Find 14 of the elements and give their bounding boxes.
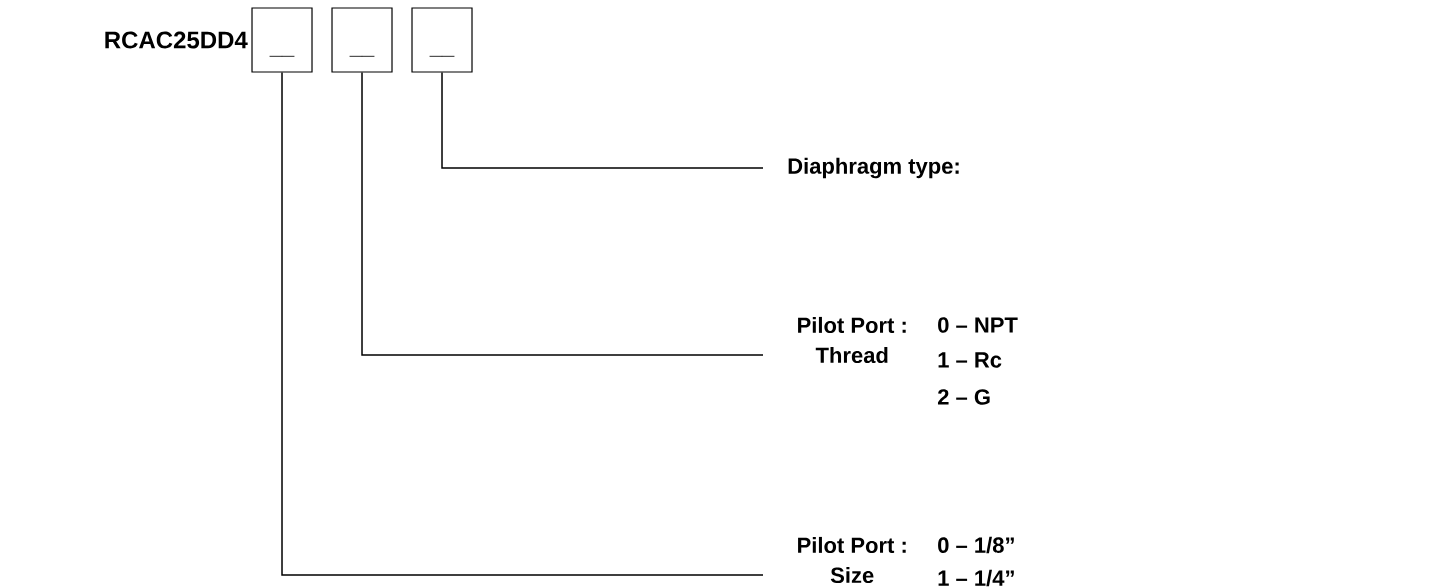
code-box: __ [411, 7, 473, 73]
field-label: Pilot Port : Size [798, 536, 906, 584]
option-text: 0 – 1/8” [938, 536, 1014, 554]
leader-line [441, 71, 764, 169]
leader-line [361, 71, 764, 356]
field-label: Diaphragm type: [788, 157, 959, 179]
option-text: 1 – 1/4” [938, 569, 1014, 587]
leader-line [281, 71, 764, 576]
option-text: 2 – G [937, 389, 990, 405]
option-text: 1 – Rc [938, 352, 1002, 368]
option-text: 0 – NPT [938, 317, 1018, 333]
code-box: __ [331, 7, 393, 73]
code-box: __ [251, 7, 313, 73]
field-label: Pilot Port : Thread [798, 316, 906, 364]
